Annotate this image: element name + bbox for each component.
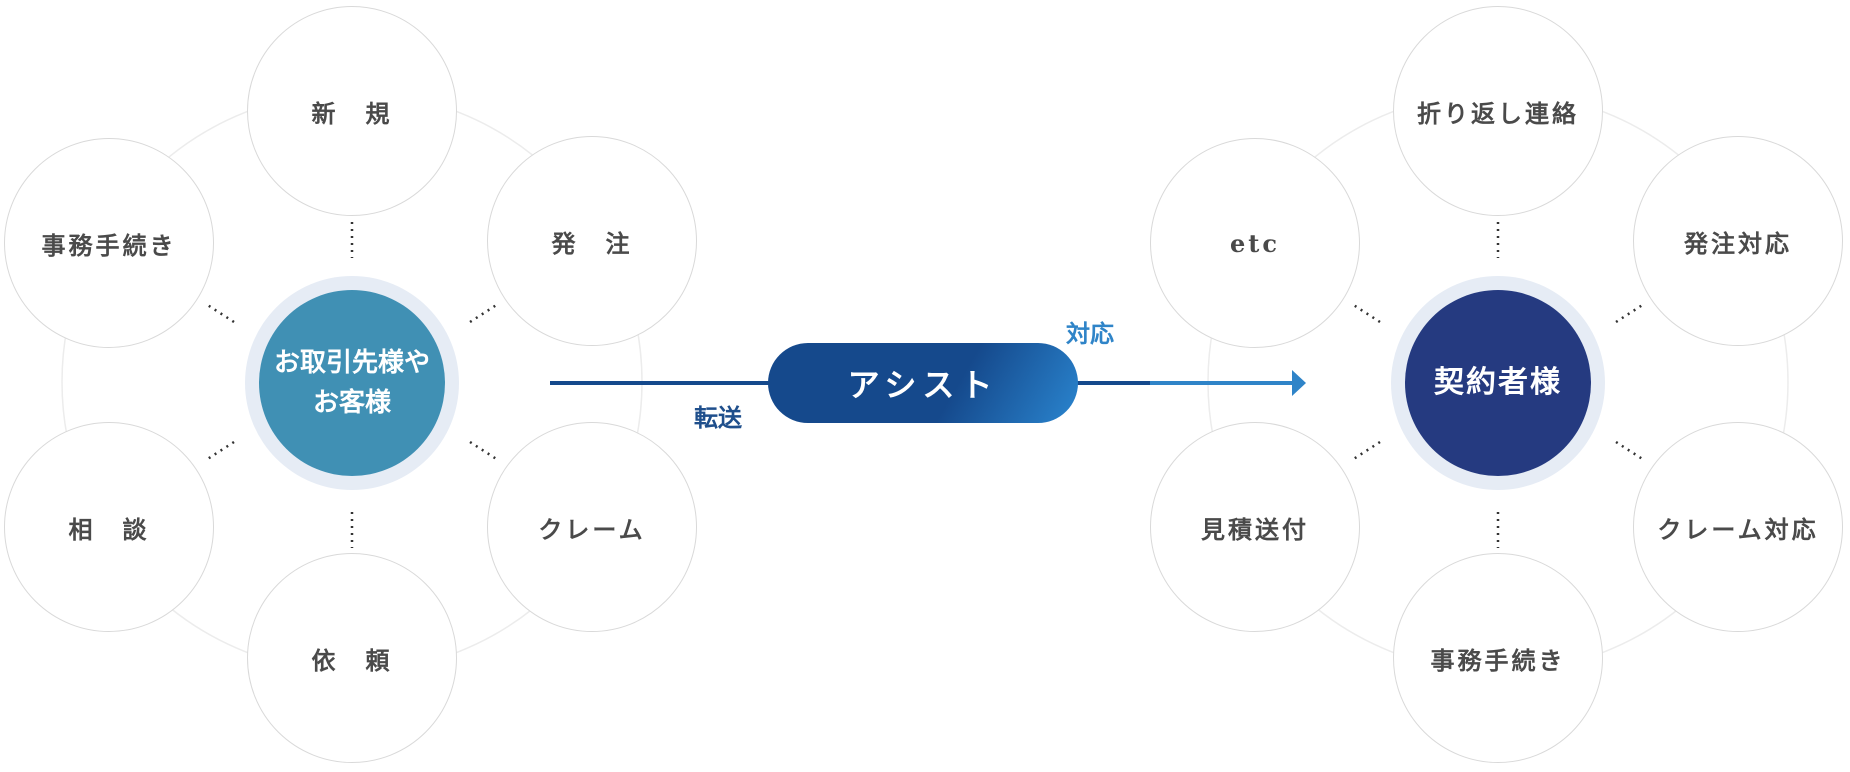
left-node-request-label: 依 頼 [311, 645, 393, 675]
left-hub-label-line2: お客様 [312, 388, 391, 418]
right-node-order-handling-label: 発注対応 [1684, 228, 1792, 258]
left-node-complaint: クレーム [487, 422, 697, 632]
connector-right-lower-right [1615, 440, 1645, 462]
arrow-head-icon [1292, 370, 1306, 396]
right-node-quote: 見積送付 [1150, 422, 1360, 632]
connector-left-upper-left [205, 302, 235, 324]
connector-right-upper-left [1351, 302, 1381, 324]
left-node-consultation: 相 談 [4, 422, 214, 632]
right-node-callback-label: 折り返し連絡 [1417, 98, 1579, 128]
left-hub: お取引先様や お客様 [259, 290, 445, 476]
right-node-etc-label: etc [1230, 228, 1280, 258]
assist-pill: アシスト [768, 343, 1078, 423]
connector-left-lower-right [469, 440, 499, 462]
right-node-paperwork-label: 事務手続き [1430, 645, 1566, 675]
left-hub-label: お取引先様や お客様 [274, 343, 430, 424]
connector-left-upper-right [469, 302, 499, 324]
left-node-order: 発 注 [487, 136, 697, 346]
right-node-etc: etc [1150, 138, 1360, 348]
left-node-request: 依 頼 [247, 553, 457, 763]
left-node-order-label: 発 注 [551, 228, 633, 258]
left-node-consultation-label: 相 談 [68, 514, 150, 544]
right-node-complaint-handling-label: クレーム対応 [1657, 514, 1819, 544]
response-label: 対応 [1066, 319, 1114, 348]
left-hub-label-line1: お取引先様や [273, 347, 430, 378]
right-hub: 契約者様 [1405, 290, 1591, 476]
left-node-complaint-label: クレーム [538, 514, 646, 544]
transfer-label: 転送 [694, 403, 742, 432]
right-node-paperwork: 事務手続き [1393, 553, 1603, 763]
connector-right-lower-left [1351, 440, 1381, 462]
right-node-callback: 折り返し連絡 [1393, 6, 1603, 216]
right-node-complaint-handling: クレーム対応 [1633, 422, 1843, 632]
right-hub-label: 契約者様 [1434, 364, 1562, 400]
left-node-new: 新 規 [247, 6, 457, 216]
left-node-paperwork: 事務手続き [4, 138, 214, 348]
connector-right-upper-right [1615, 302, 1645, 324]
right-node-quote-label: 見積送付 [1201, 514, 1309, 544]
assist-label: アシスト [847, 366, 999, 404]
right-node-order-handling: 発注対応 [1633, 136, 1843, 346]
connector-left-lower-left [205, 440, 235, 462]
left-node-paperwork-label: 事務手続き [41, 230, 177, 260]
left-node-new-label: 新 規 [311, 98, 393, 128]
